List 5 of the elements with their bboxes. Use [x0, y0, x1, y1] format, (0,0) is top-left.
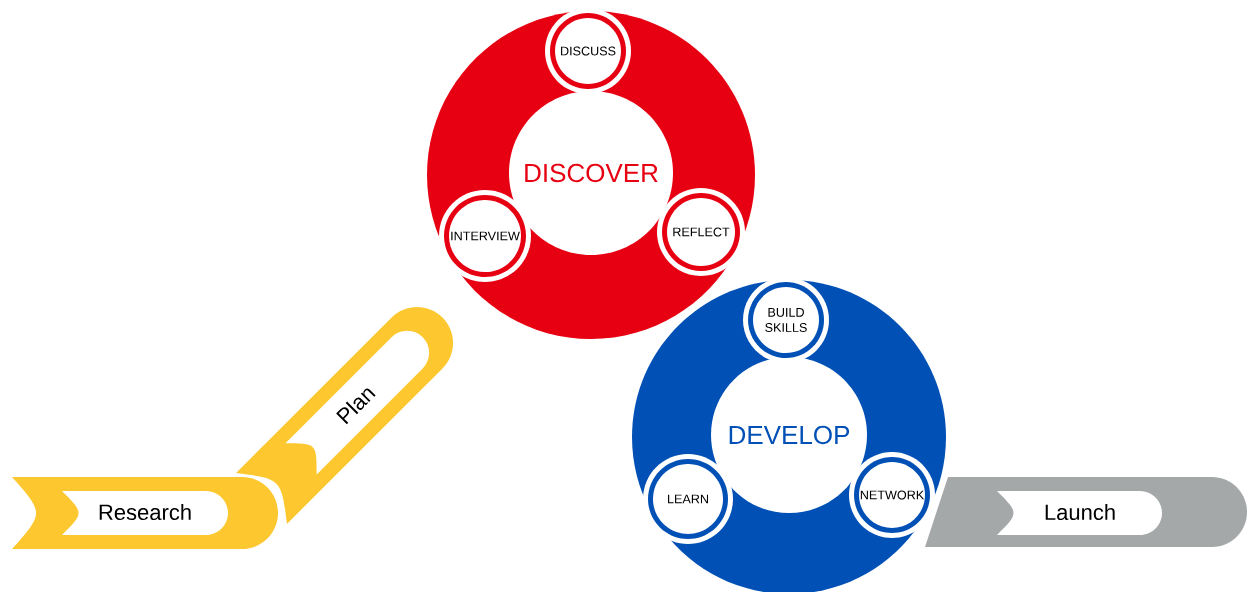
node-label: LEARN: [668, 494, 708, 504]
node-label: REFLECT: [673, 227, 730, 237]
node-label: INTERVIEW: [451, 231, 520, 241]
node-label: DISCUSS: [561, 46, 616, 56]
node-label: BUILD SKILLS: [765, 307, 807, 332]
